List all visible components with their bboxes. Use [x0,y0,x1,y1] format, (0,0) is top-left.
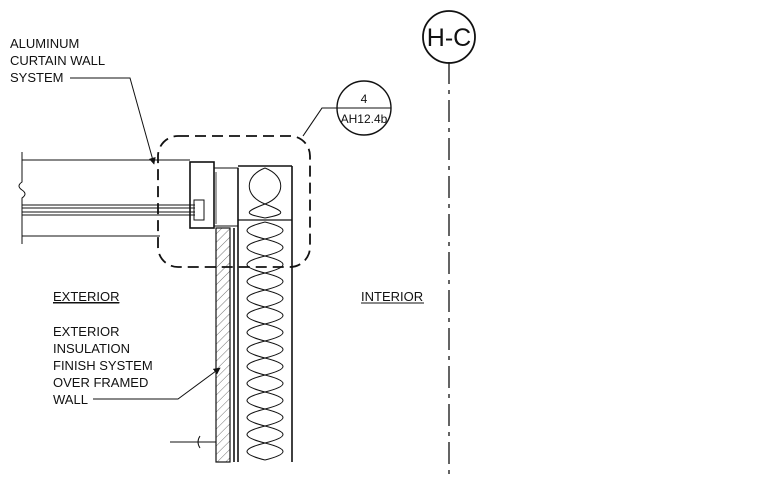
detail-tag-number: 4 [361,92,368,106]
framed-wall [170,165,293,463]
detail-boundary [157,135,311,268]
eifs-layer [215,227,231,463]
eifs-label-line-4: OVER FRAMED [53,375,148,390]
detail-tag-leader [302,107,337,137]
break-line-symbol [18,152,26,244]
eifs-label-line-1: EXTERIOR [53,324,119,339]
interior-label: INTERIOR [361,289,423,304]
curtain-wall-label-line-3: SYSTEM [10,70,63,85]
detail-callout-tag: 4 AH12.4b [302,80,392,137]
eifs-callout: EXTERIOR INSULATION FINISH SYSTEM OVER F… [53,324,221,407]
curtain-wall-callout: ALUMINUM CURTAIN WALL SYSTEM [10,36,156,165]
eifs-label-line-5: WALL [53,392,88,407]
curtain-wall-label-line-1: ALUMINUM [10,36,79,51]
batt-insulation-lower [246,221,284,461]
curtain-wall-leader [70,77,156,165]
curtain-wall-label-line-2: CURTAIN WALL [10,53,105,68]
curtain-wall-mullion [18,152,239,244]
grid-bubble: H-C [422,10,476,64]
eifs-label-line-3: FINISH SYSTEM [53,358,153,373]
batt-insulation-upper [248,167,282,219]
grid-bubble-circle [422,10,476,64]
exterior-label: EXTERIOR [53,289,119,304]
grid-bubble-label: H-C [427,24,471,52]
detail-tag-sheet: AH12.4b [341,112,388,126]
eifs-label-line-2: INSULATION [53,341,130,356]
eifs-leader [93,367,221,400]
